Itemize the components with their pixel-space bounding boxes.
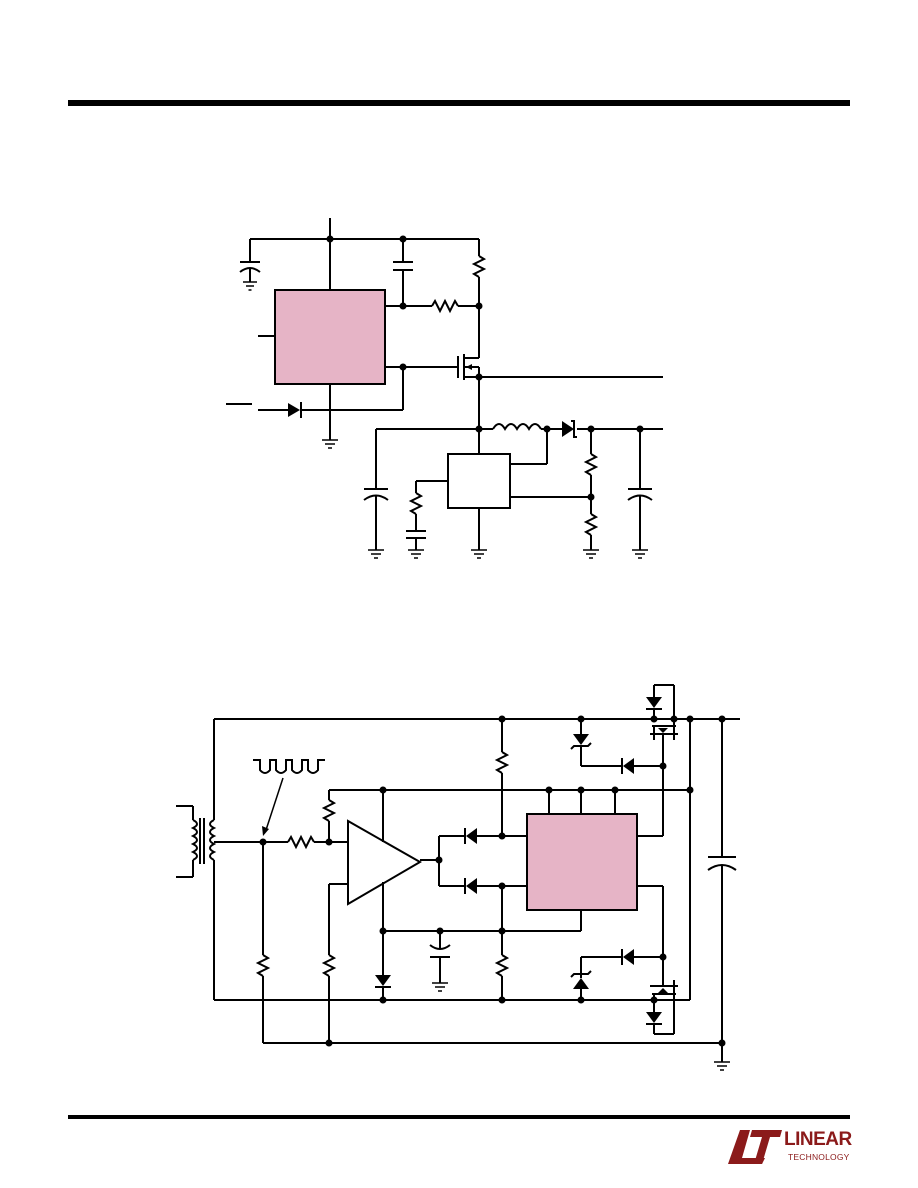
mosfet-top <box>457 354 480 380</box>
capacitor-comp <box>406 530 426 559</box>
capacitor-bottom-left <box>363 429 389 559</box>
resistor-left-1 <box>255 954 271 977</box>
capacitor-output <box>627 429 653 559</box>
capacitor-output-bottom <box>707 719 737 1043</box>
resistor-fb-top <box>583 453 599 476</box>
logo-wordmark: LINEAR <box>784 1129 852 1150</box>
ground-ic2 <box>471 549 487 559</box>
mosfet-top-switch <box>646 684 678 766</box>
resistor-sense <box>431 298 459 314</box>
resistor-fb-bottom <box>583 513 599 536</box>
resistor-input <box>287 834 315 850</box>
resistor-upper <box>494 751 510 774</box>
transformer <box>176 805 217 878</box>
ground-ic1 <box>322 439 338 449</box>
resistor-pullup <box>321 799 337 822</box>
capacitor-timing <box>429 931 451 992</box>
ground-main <box>714 1061 730 1071</box>
diode-gate-top <box>621 758 634 774</box>
logo-subtext: TECHNOLOGY <box>788 1152 850 1162</box>
ground-fb <box>583 549 599 559</box>
linear-logo-icon <box>728 1130 782 1164</box>
ic-regulator <box>447 453 511 509</box>
ic-controller-bottom <box>526 813 638 911</box>
footer-rule <box>68 1115 850 1119</box>
inductor-top <box>492 423 542 431</box>
resistor-lower <box>494 954 510 977</box>
header-rule <box>68 100 850 106</box>
capacitor-top-mid <box>393 239 413 306</box>
diode-lower <box>464 878 477 894</box>
waveform-symbol <box>253 759 325 774</box>
capacitor-left-top <box>239 239 261 291</box>
diode-gate-bottom <box>621 949 634 965</box>
resistor-comp <box>408 492 424 515</box>
resistor-top-right <box>471 239 487 306</box>
mosfet-bottom-switch <box>646 957 678 1035</box>
diode-upper <box>464 828 477 844</box>
zener-bottom <box>570 970 592 989</box>
waveform-arrow <box>265 777 284 831</box>
resistor-left-2 <box>321 954 337 977</box>
